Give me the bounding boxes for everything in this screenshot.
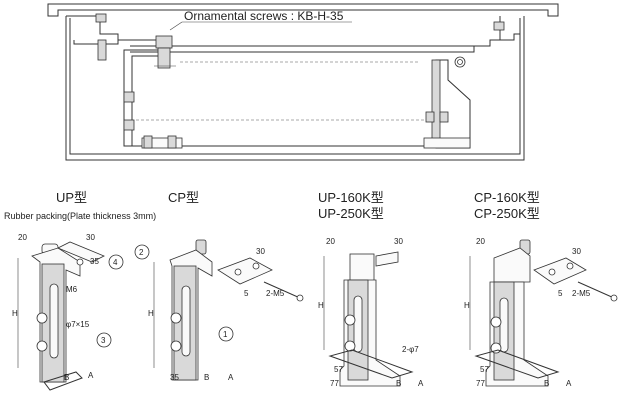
callout-4: 4 — [113, 258, 118, 267]
label-2m5-cp160k: 2-M5 — [572, 289, 591, 298]
model-title-cp250k: CP-250K型 — [474, 206, 540, 221]
bracket-cp — [169, 239, 304, 381]
dim-h-up: H — [12, 309, 18, 318]
dim-77-cp160k: 77 — [476, 379, 485, 388]
dim-h-cp160k: H — [464, 301, 470, 310]
label-m6: M6 — [66, 285, 78, 294]
dim-77-up160k: 77 — [330, 379, 339, 388]
dim-b-cp: B — [204, 373, 209, 382]
bracket-up — [31, 241, 105, 391]
dim-30-cp160k: 30 — [572, 247, 581, 256]
dim-a-cp: A — [228, 373, 234, 382]
callout-circle-1 — [218, 326, 234, 342]
dim-35-up: 35 — [90, 257, 99, 266]
dim-20-cp160k: 20 — [476, 237, 485, 246]
model-title-cp: CP型 — [168, 190, 199, 205]
dim-a-cp160k: A — [566, 379, 572, 388]
model-title-up: UP型 — [56, 190, 87, 205]
dim-57-up160k: 57 — [334, 365, 343, 374]
bracket-up160k — [328, 251, 414, 387]
callout-2: 2 — [139, 248, 144, 257]
dim-h-cp: H — [148, 309, 154, 318]
dim-30-cp: 30 — [256, 247, 265, 256]
callout-3: 3 — [101, 336, 106, 345]
dim-20-up160k: 20 — [326, 237, 335, 246]
dim-30-up160k: 30 — [394, 237, 403, 246]
callout-circle-3 — [96, 332, 112, 348]
dim-5-cp: 5 — [244, 289, 249, 298]
callout-circle-2 — [134, 244, 150, 260]
model-title-up160k: UP-160K型 — [318, 190, 384, 205]
dim-57-cp160k: 57 — [480, 365, 489, 374]
dim-b-up: B — [64, 373, 69, 382]
dim-30-up: 30 — [86, 233, 95, 242]
callout-circle-4 — [108, 254, 124, 270]
model-title-up250k: UP-250K型 — [318, 206, 384, 221]
dim-5-cp160k: 5 — [558, 289, 563, 298]
label-2phi7: 2-φ7 — [402, 345, 419, 354]
dim-35-cp: 35 — [170, 373, 179, 382]
callout-1: 1 — [223, 330, 228, 339]
label-2m5-cp: 2-M5 — [266, 289, 285, 298]
dim-a-up: A — [88, 371, 94, 380]
dim-h-up160k: H — [318, 301, 324, 310]
bracket-cp160k — [474, 239, 618, 387]
rubber-packing-label: Rubber packing(Plate thickness 3mm) — [4, 211, 156, 221]
dim-b-cp160k: B — [544, 379, 549, 388]
dim-a-up160k: A — [418, 379, 424, 388]
cross-section-drawing — [47, 3, 559, 161]
dim-20-up: 20 — [18, 233, 27, 242]
ornamental-screws-label: Ornamental screws : KB-H-35 — [184, 9, 344, 23]
model-title-cp160k: CP-160K型 — [474, 190, 540, 205]
callout-leader-line — [169, 21, 183, 31]
dim-b-up160k: B — [396, 379, 401, 388]
label-hole-spec: φ7×15 — [66, 320, 90, 329]
